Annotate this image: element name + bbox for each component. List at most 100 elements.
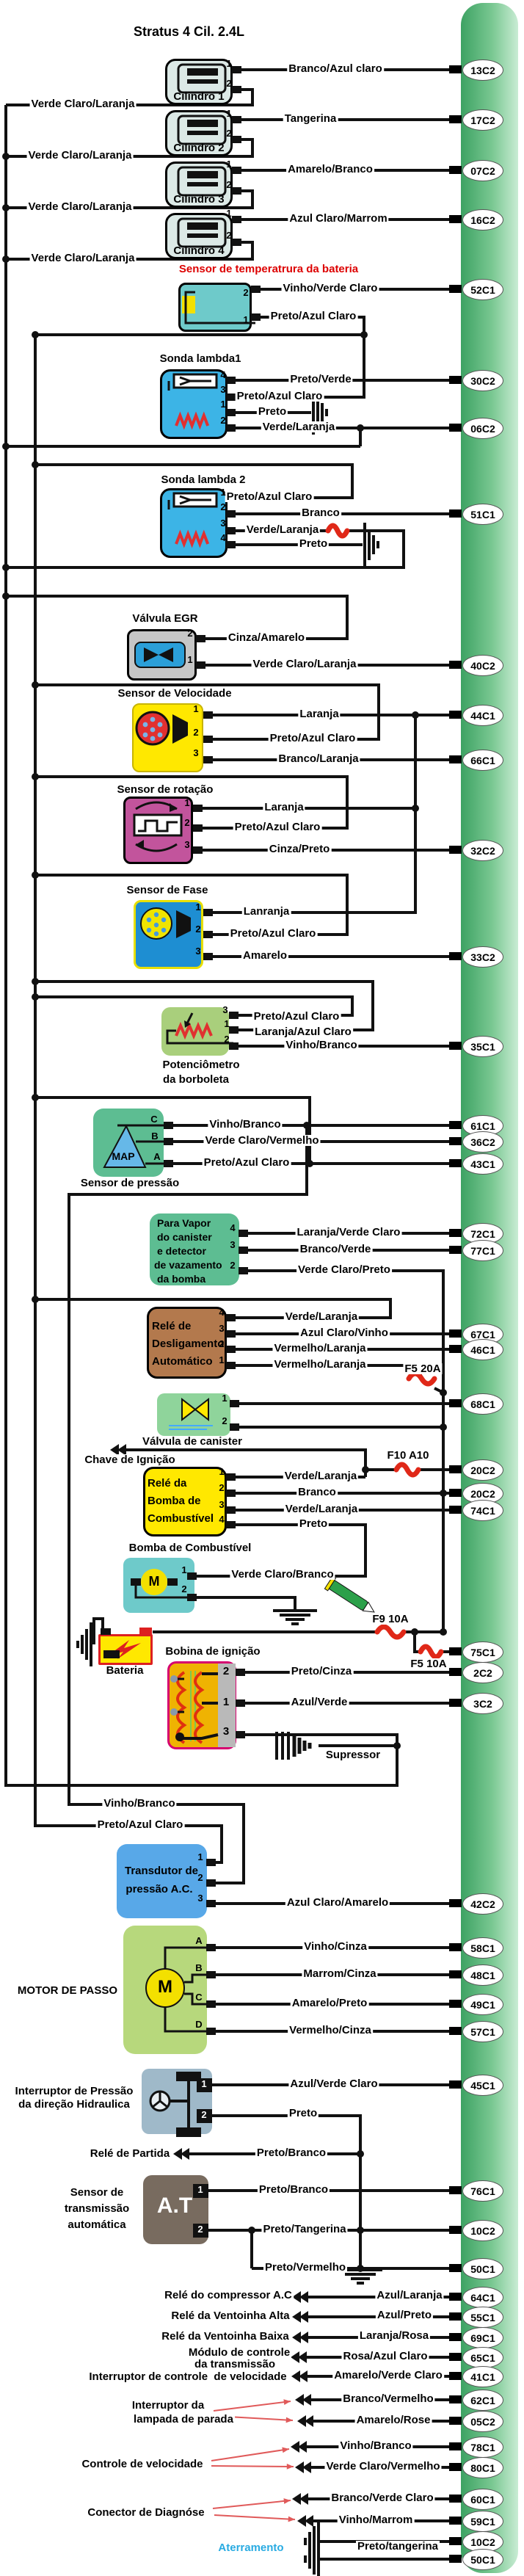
junction-dot xyxy=(32,681,39,689)
connector-terminal-59C1: 59C1 xyxy=(462,2511,503,2532)
pin-tab xyxy=(206,1879,216,1887)
terminal-square xyxy=(449,2264,462,2272)
wire-label: Azul/Verde Claro xyxy=(288,2077,379,2090)
wire-label: Preto/tangerina xyxy=(355,2539,440,2553)
wire-label: Sensor de Velocidade xyxy=(116,686,233,700)
junction-dot xyxy=(440,1490,447,1497)
component-label: Transdutor de xyxy=(124,1864,199,1877)
pin-number: 2 xyxy=(220,414,226,426)
wire xyxy=(92,1617,104,1644)
connector-terminal-30C2: 30C2 xyxy=(462,370,503,391)
wire-label: Amarelo/Preto xyxy=(290,1996,369,2009)
pin-number: 2 xyxy=(230,1259,236,1271)
stepper-motor-icon xyxy=(184,1992,214,2006)
wire-label: Laranja/Azul Claro xyxy=(253,1025,353,1038)
junction-dot xyxy=(360,331,368,338)
battery-icon xyxy=(103,1650,120,1658)
ground-icon xyxy=(304,2519,320,2564)
injector-icon xyxy=(187,120,218,127)
bateria xyxy=(98,1634,153,1665)
wire-label: Preto/Azul Claro xyxy=(268,731,357,744)
map-sensor-icon xyxy=(103,1124,147,1168)
arrow-left-icon xyxy=(292,2332,308,2343)
wire xyxy=(4,105,399,1787)
speed-sensor-icon xyxy=(157,722,163,728)
pin-tab xyxy=(203,756,213,763)
terminal-square xyxy=(449,424,462,432)
pin-number: 3 xyxy=(220,383,226,395)
pin-number: 1 xyxy=(201,2078,207,2089)
pin-number: 2 xyxy=(224,1033,230,1045)
ground-icon xyxy=(363,523,379,567)
stepper-motor-icon xyxy=(164,2007,214,2033)
arrow-left-icon xyxy=(295,2394,311,2406)
vapor-canister xyxy=(150,1213,239,1285)
pin-number: 1 xyxy=(222,1392,228,1404)
wire-label: Verde/Laranja xyxy=(283,1502,360,1515)
wire-label: Preto/Azul Claro xyxy=(233,820,322,833)
junction-dot xyxy=(357,424,364,432)
phase-sensor-icon xyxy=(161,927,167,933)
heater-resistor-icon xyxy=(175,411,210,430)
pin-tab xyxy=(226,393,236,401)
terminal-square xyxy=(449,1970,462,1978)
junction-dot xyxy=(32,978,39,985)
component-label: F10 A10 xyxy=(385,1448,431,1462)
arrow-left-icon xyxy=(292,2493,308,2505)
wire-label: Amarelo/Verde Claro xyxy=(332,2368,444,2381)
rotation-sensor-icon xyxy=(137,840,144,849)
pin-tab xyxy=(164,1122,173,1129)
pin-number: 1 xyxy=(197,1851,203,1862)
terminal-square xyxy=(449,1647,462,1655)
pin-tab xyxy=(164,1138,173,1145)
pin-number: 1 xyxy=(226,207,232,219)
arrow-left-icon xyxy=(291,2351,307,2363)
terminal-square xyxy=(449,1246,462,1254)
junction-dot xyxy=(306,1160,313,1167)
component-label: M xyxy=(158,1977,172,1998)
wire-label: Bomba de Combustível xyxy=(127,1541,253,1554)
fuse-icon xyxy=(374,1624,407,1640)
wire-label: Preto/Cinza xyxy=(289,1664,354,1677)
pin-tab xyxy=(193,846,203,854)
pin-number: 1 xyxy=(224,1017,230,1029)
junction-dot xyxy=(2,592,10,600)
pin-number: 2 xyxy=(187,627,193,639)
pin-number: A xyxy=(195,1934,203,1946)
connector-terminal-2C2: 2C2 xyxy=(462,1662,503,1683)
terminal-square xyxy=(449,2463,462,2471)
wire-label: Módulo de controle xyxy=(186,2345,292,2359)
wire-label: Verde/Laranja xyxy=(244,523,321,536)
terminal-square xyxy=(449,166,462,174)
battery-temp-icon xyxy=(182,296,195,313)
component-label: MAP xyxy=(112,1150,135,1163)
wire xyxy=(68,1125,308,1884)
terminal-square xyxy=(449,65,462,73)
terminal-square xyxy=(449,952,462,960)
phase-sensor-icon xyxy=(153,922,159,928)
stepper-motor-icon xyxy=(184,1973,214,1984)
wire-label: Laranja/Rosa xyxy=(357,2329,431,2342)
injector-icon xyxy=(187,131,218,135)
egr-valve-icon xyxy=(159,647,173,662)
wire-label: Verde Claro/Laranja xyxy=(251,657,358,670)
pin-tab xyxy=(232,187,241,195)
junction-dot xyxy=(2,204,10,211)
junction-dot xyxy=(393,1742,401,1749)
wire-label: Vinho/Cinza xyxy=(302,1940,368,1953)
injector-icon xyxy=(187,222,218,230)
pin-number: 2 xyxy=(201,2108,207,2120)
terminal-square xyxy=(449,1137,462,1145)
junction-dot xyxy=(32,993,39,1001)
terminal-square xyxy=(449,2312,462,2321)
junction-dot xyxy=(2,564,10,571)
terminal-square xyxy=(449,2517,462,2525)
pin-tab xyxy=(226,527,236,534)
pin-number: 1 xyxy=(197,2183,203,2195)
red-pointer-arrow xyxy=(213,2399,291,2412)
connector-terminal-62C1: 62C1 xyxy=(462,2390,503,2411)
connector-terminal-17C2: 17C2 xyxy=(462,109,503,131)
pin-number: 2 xyxy=(195,923,201,935)
connector-terminal-16C2: 16C2 xyxy=(462,209,503,231)
pin-tab xyxy=(193,2224,208,2238)
